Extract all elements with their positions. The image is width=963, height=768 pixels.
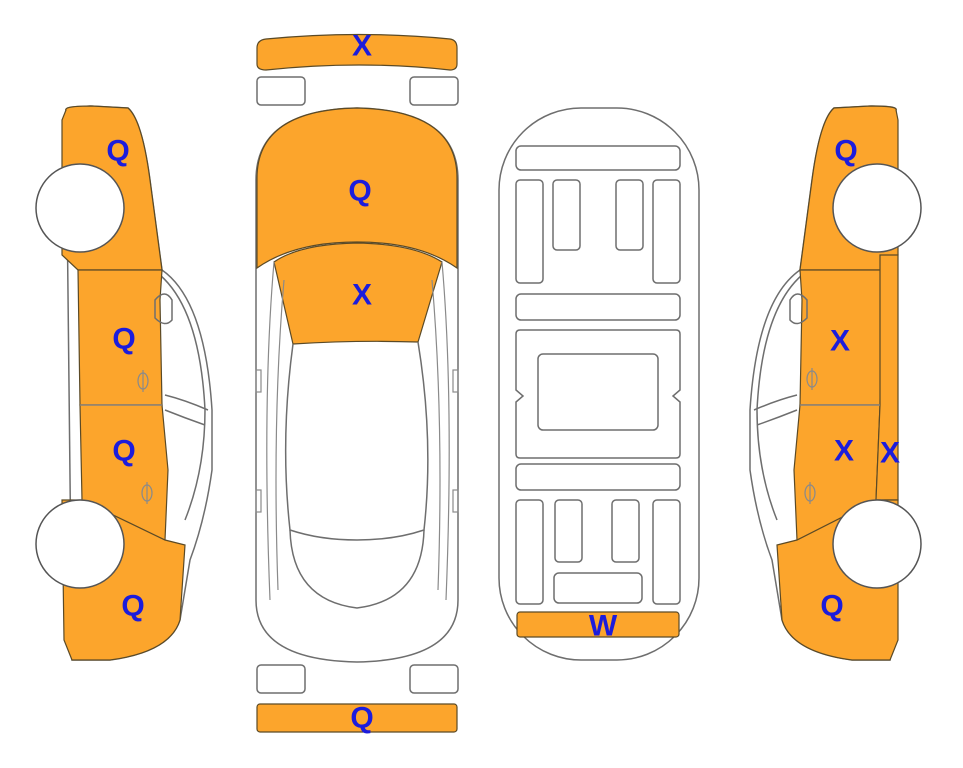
left-rear-wheel bbox=[35, 499, 125, 589]
rear-bumper-panel bbox=[256, 703, 458, 733]
right-rear-door-handle-ring bbox=[804, 484, 816, 502]
underside-view: W bbox=[498, 107, 700, 661]
mark-windshield: X bbox=[352, 279, 372, 312]
underside-front-crossmember bbox=[515, 145, 681, 171]
underside-front-right-rail bbox=[652, 179, 681, 284]
underside-front-right-block bbox=[615, 179, 644, 251]
mark-right-front-fender: Q bbox=[834, 135, 857, 168]
left-front-door-handle-ring bbox=[137, 372, 149, 390]
front-right-light bbox=[409, 76, 459, 106]
underside-center-panel bbox=[537, 353, 659, 431]
front-bumper-panel bbox=[256, 33, 458, 71]
left-mirror-top bbox=[255, 369, 262, 393]
windshield-panel bbox=[273, 242, 443, 345]
underside-front-left-block bbox=[552, 179, 581, 251]
mark-front-bumper: X bbox=[352, 30, 372, 63]
rear-left-light bbox=[256, 664, 306, 694]
left-side-view: Q Q Q Q bbox=[35, 105, 213, 661]
underside-mid-front-crossmember bbox=[515, 293, 681, 321]
roof-outline bbox=[284, 341, 429, 541]
rear-floor-panel bbox=[516, 611, 680, 638]
left-pillar-lines bbox=[266, 261, 285, 601]
right-handle-top bbox=[452, 489, 459, 513]
rear-window-outline bbox=[289, 529, 425, 609]
right-mirror bbox=[789, 293, 808, 325]
mark-left-rear-quarter: Q bbox=[121, 590, 144, 623]
mark-right-rear-door: X bbox=[834, 435, 854, 468]
right-side-window-inner bbox=[753, 394, 798, 426]
front-left-light bbox=[256, 76, 306, 106]
underside-mid-rear-crossmember bbox=[515, 463, 681, 491]
mark-left-front-fender: Q bbox=[106, 135, 129, 168]
rear-right-light bbox=[409, 664, 459, 694]
left-handle-top bbox=[255, 489, 262, 513]
mark-right-rear-quarter: Q bbox=[820, 590, 843, 623]
underside-rear-right-block bbox=[611, 499, 640, 563]
right-front-door-handle-ring bbox=[806, 370, 818, 388]
left-rear-door-handle-ring bbox=[141, 484, 153, 502]
underside-front-left-rail bbox=[515, 179, 544, 284]
mark-left-rear-door: Q bbox=[112, 435, 135, 468]
left-front-door-panel bbox=[77, 269, 163, 406]
underside-rear-right-rail bbox=[652, 499, 681, 605]
left-side-window-line bbox=[159, 274, 206, 521]
underside-rear-center-block bbox=[553, 572, 643, 604]
underside-rear-left-block bbox=[554, 499, 583, 563]
right-side-window-line bbox=[756, 274, 803, 521]
underside-rear-left-rail bbox=[515, 499, 544, 605]
mark-rear-floor: W bbox=[589, 610, 618, 643]
right-front-wheel bbox=[832, 163, 922, 253]
mark-rear-bumper: Q bbox=[350, 702, 373, 735]
mark-hood: Q bbox=[348, 175, 371, 208]
left-mirror bbox=[154, 293, 173, 325]
top-view: X Q X Q bbox=[255, 30, 459, 735]
left-side-window-inner bbox=[164, 394, 209, 426]
mark-right-front-door: X bbox=[830, 325, 850, 358]
left-front-wheel bbox=[35, 163, 125, 253]
right-mirror-top bbox=[452, 369, 459, 393]
hood-panel bbox=[256, 107, 458, 270]
mark-right-rocker: X bbox=[880, 437, 900, 470]
right-pillar-lines bbox=[431, 261, 450, 601]
mark-left-front-door: Q bbox=[112, 323, 135, 356]
right-side-view: Q X X X Q bbox=[749, 105, 922, 661]
right-rear-wheel bbox=[832, 499, 922, 589]
